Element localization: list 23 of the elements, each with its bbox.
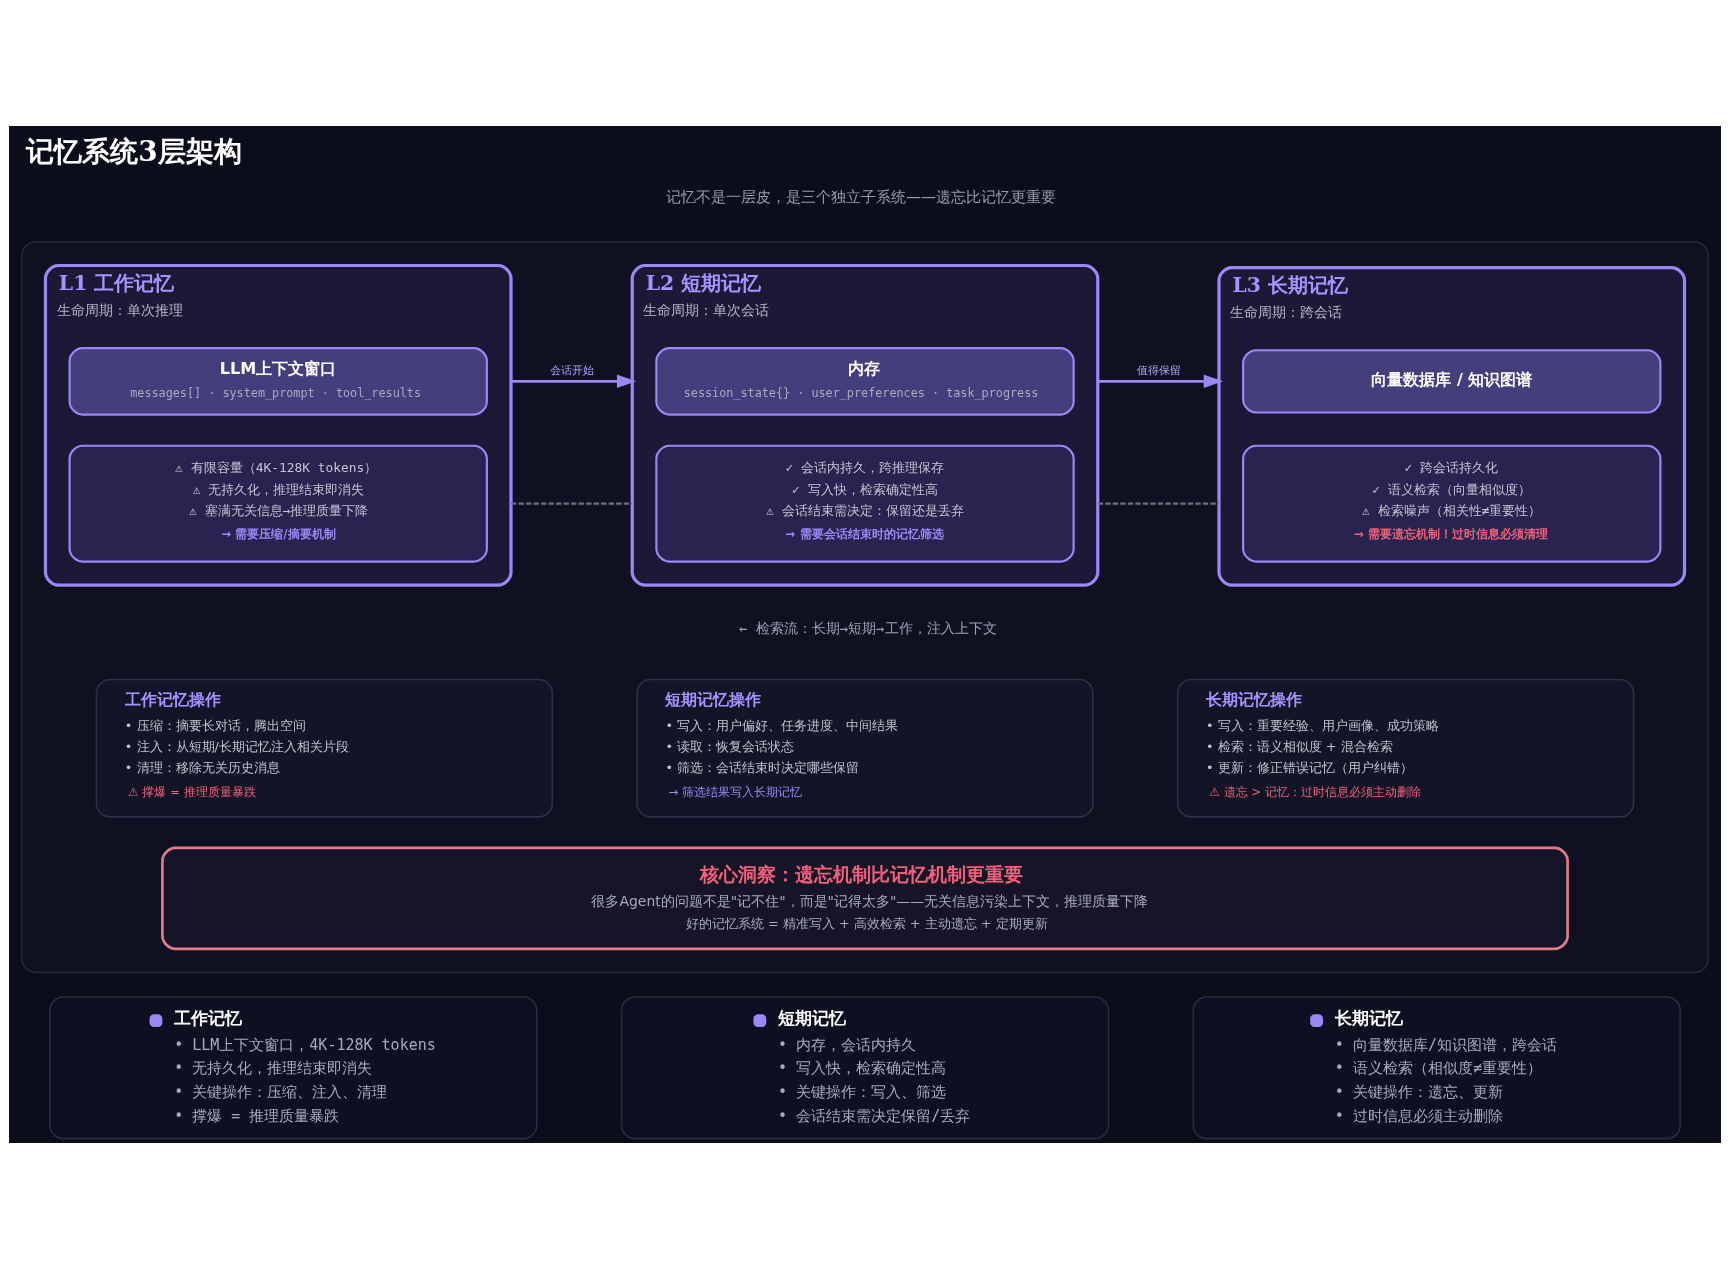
node-box: 短期记忆 • 内存，会话内持久 • 写入快，检索确定性高 • 关键操作：写入、筛选 • 会话结束需决定保留/丢弃 <box>620 996 1109 1140</box>
cluster <box>20 241 1709 974</box>
diagram-title: 记忆系统3层架构 <box>25 134 242 168</box>
edge-label: 值得保留 <box>1136 364 1181 378</box>
label: 记忆不是一层皮，是三个独立子系统——遗忘比记忆更重要 <box>665 187 1056 206</box>
node-box: ⚠ 有限容量（4K-128K tokens） ⚠ 无持久化，推理结束即消失 ⚠ 塞满无关信息→推理质量下降 → 需要压缩/摘要机制 <box>68 444 488 563</box>
node-box: 工作记忆操作 • 压缩：摘要长对话，腾出空间 • 注入：从短期/长期记忆注入相关片段 • 清理：移除无关历史消息 ⚠ 撑爆 = 推理质量暴跌 <box>95 678 553 818</box>
node-box: LLM上下文窗口 messages[] · system_prompt · tool_results <box>68 347 488 416</box>
node-box: 工作记忆 • LLM上下文窗口，4K-128K tokens • 无持久化，推理结束即消失 • 关键操作：压缩、注入、清理 • 撑爆 = 推理质量暴跌 <box>48 996 538 1140</box>
arrow <box>1097 374 1223 389</box>
node-box: 长期记忆操作 • 写入：重要经验、用户画像、成功策略 • 检索：语义相似度 + 混合检索 • 更新：修正错误记忆（用户纠错） ⚠ 遗忘 > 记忆：过时信息必须主动删除 <box>1176 678 1634 818</box>
node-box: 核心洞察：遗忘机制比记忆机制更重要 很多Agent的问题不是"记不住"，而是"记得太多"——无关信息污染上下文，推理质量下降 好的记忆系统 = 精准写入 + 高效检索 + 主动遗忘 + 定期更新 <box>160 846 1569 951</box>
arrow <box>510 374 636 389</box>
label: ← 检索流：长期→短期→工作，注入上下文 <box>738 619 997 636</box>
connector <box>510 502 632 505</box>
node-box: 向量数据库 / 知识图谱 <box>1241 349 1661 414</box>
connector <box>1097 502 1219 505</box>
node-box: ✓ 会话内持久，跨推理保存 ✓ 写入快，检索确定性高 ⚠ 会话结束需决定：保留还是丢弃 → 需要会话结束时的记忆筛选 <box>654 444 1075 563</box>
node-box: 内存 session_state{} · user_preferences · task_progress <box>654 347 1075 416</box>
node-box: ✓ 跨会话持久化 ✓ 语义检索（向量相似度） ⚠ 检索噪声（相关性≠重要性） → 需要遗忘机制！过时信息必须清理 <box>1241 444 1661 563</box>
node-box: 长期记忆 • 向量数据库/知识图谱，跨会话 • 语义检索（相似度≠重要性） • 关键操作：遗忘、更新 • 过时信息必须主动删除 <box>1191 996 1681 1140</box>
edge-label: 会话开始 <box>549 364 594 378</box>
node-box: 短期记忆操作 • 写入：用户偏好、任务进度、中间结果 • 读取：恢复会话状态 • 筛选：会话结束时决定哪些保留 → 筛选结果写入长期记忆 <box>635 678 1094 818</box>
